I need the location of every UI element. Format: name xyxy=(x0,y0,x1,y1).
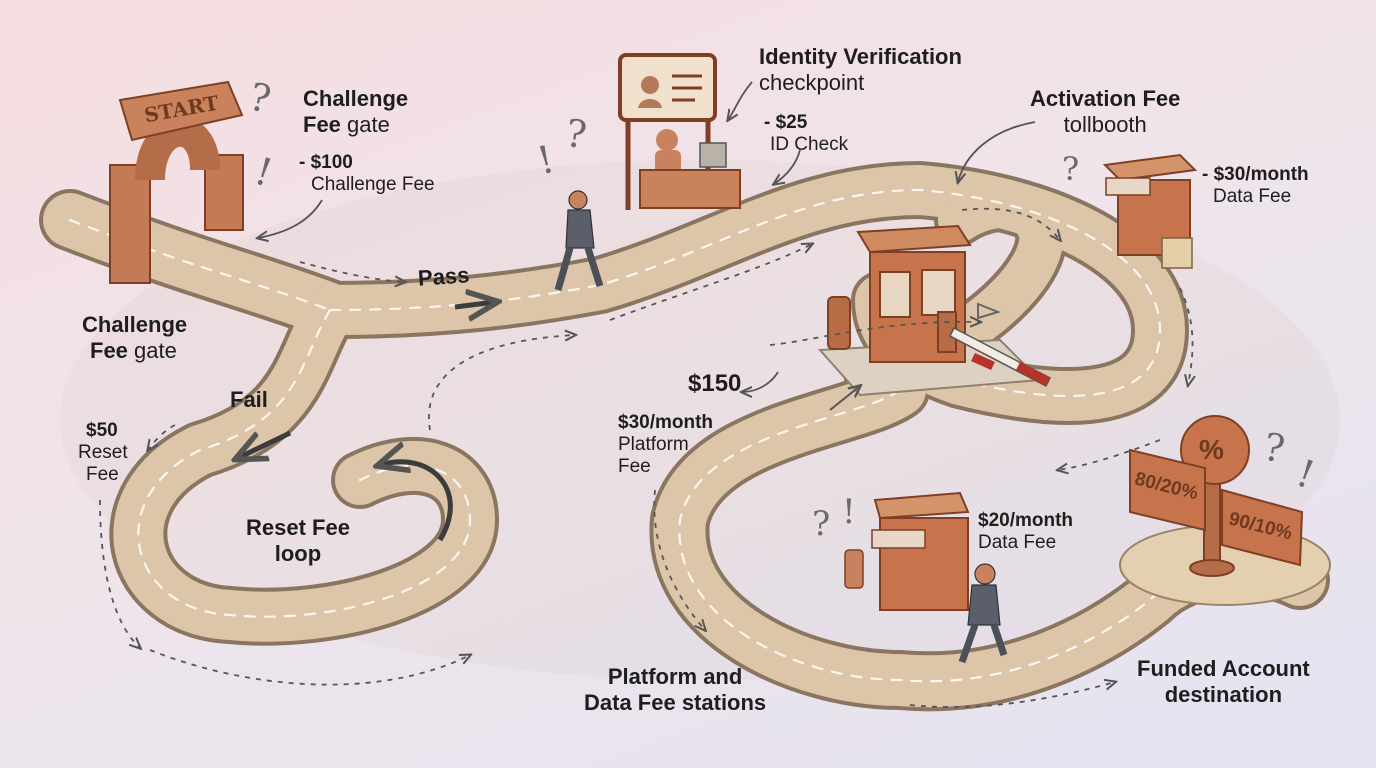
challenge-gate-top-fee: Fee xyxy=(303,112,341,137)
challenge-gate-left-line2: Fee gate xyxy=(82,338,187,364)
identity-line1: Identity Verification xyxy=(759,44,962,69)
data-fee-top-cost: - $30/month Data Fee xyxy=(1202,164,1309,208)
funded-line2: destination xyxy=(1164,682,1283,707)
data-fee-top-amount: - $30/month xyxy=(1202,164,1309,185)
identity-desk xyxy=(618,53,741,210)
challenge-gate-top-line1: Challenge xyxy=(303,86,409,111)
id-check-amount: - $25 xyxy=(764,112,808,133)
id-check-pointer xyxy=(774,149,801,184)
funded-line1: Funded Account xyxy=(1137,656,1310,681)
question-mark-icon: ? xyxy=(812,504,831,544)
reset-loop-line2: loop xyxy=(274,541,322,566)
right-to-funded-dashes xyxy=(1058,439,1161,470)
mid-road-dashes xyxy=(769,322,980,346)
question-mark-icon: ? xyxy=(1062,150,1080,188)
platform-pointer xyxy=(742,371,779,392)
walker-bottom xyxy=(958,563,1008,664)
platform-down-dashes xyxy=(653,489,705,630)
loop-up-dashes xyxy=(428,335,575,431)
platform-fee-line2: Platform xyxy=(618,434,689,455)
data-fee-bottom-name: Data Fee xyxy=(978,532,1057,553)
reset-loop-line1: Reset Fee xyxy=(246,515,350,540)
fail-label: Fail xyxy=(230,387,268,412)
tollbooth-arrow xyxy=(829,386,860,411)
reset-loop-label: Reset Fee loop xyxy=(246,515,350,567)
id-check-name: ID Check xyxy=(770,134,849,155)
percentage-signpost xyxy=(1129,415,1304,577)
walker-top xyxy=(554,190,604,291)
challenge-gate-left-fee: Fee xyxy=(90,338,128,363)
challenge-fee-name: Challenge Fee xyxy=(311,174,435,195)
reset-fee-dashes xyxy=(148,424,176,450)
platform-fee-amount: $30/month xyxy=(618,412,714,433)
challenge-pointer xyxy=(258,199,323,238)
activation-line2: tollbooth xyxy=(1063,112,1147,137)
tollbooth xyxy=(827,224,1052,388)
booth-top-dashes xyxy=(961,207,1060,240)
identity-line2: checkpoint xyxy=(759,70,865,95)
funded-arrival-dashes xyxy=(909,682,1115,708)
activation-pointer xyxy=(958,121,1036,182)
data-fee-bottom-cost: $20/month Data Fee xyxy=(978,510,1073,554)
reset-fee-line2: Reset xyxy=(78,442,128,463)
pass-arrow xyxy=(454,302,495,307)
exclamation-mark-icon: ! xyxy=(842,492,856,532)
data-fee-booth-top xyxy=(1102,153,1198,269)
reset-fee-line3: Fee xyxy=(86,464,119,485)
start-arch xyxy=(109,80,244,284)
fail-arrow xyxy=(238,430,292,458)
challenge-gate-top-line2: Fee gate xyxy=(303,112,408,138)
identity-verification-label: Identity Verification checkpoint xyxy=(759,44,962,96)
platform-stations-line2: Data Fee stations xyxy=(584,690,767,715)
reset-arrow xyxy=(380,462,453,542)
reset-fee-amount: $50 xyxy=(86,420,118,441)
challenge-gate-top-label: Challenge Fee gate xyxy=(303,86,408,138)
challenge-gate-top-gate: gate xyxy=(340,112,390,137)
platform-stations-label: Platform and Data Fee stations xyxy=(584,664,766,716)
pass-label: Pass xyxy=(417,262,471,291)
challenge-fee-cost: - $100 Challenge Fee xyxy=(299,152,435,196)
platform-fee-line3: Fee xyxy=(618,456,651,477)
sign-percent-text: % xyxy=(1199,434,1224,465)
challenge-gate-left-label: Challenge Fee gate xyxy=(82,312,187,364)
road-chevron xyxy=(977,302,1002,320)
data-fee-booth-bottom xyxy=(844,491,970,611)
id-check-cost: - $25 ID Check xyxy=(764,112,848,156)
right-loop-dashes xyxy=(1179,287,1193,385)
activation-fee-label: Activation Fee tollbooth xyxy=(1030,86,1180,138)
challenge-gate-left-line1: Challenge xyxy=(82,312,188,337)
funded-account-label: Funded Account destination xyxy=(1137,656,1310,708)
data-fee-top-name: Data Fee xyxy=(1213,186,1292,207)
activation-line1: Activation Fee xyxy=(1030,86,1181,111)
activation-fee-cost: $150 xyxy=(688,370,742,397)
identity-pointer xyxy=(728,81,753,120)
platform-stations-line1: Platform and xyxy=(607,664,743,689)
bottom-return-dashes xyxy=(149,649,470,686)
challenge-gate-left-gate: gate xyxy=(127,338,177,363)
platform-fee-cost: $30/month Platform Fee xyxy=(618,412,713,478)
challenge-fee-amount: - $100 xyxy=(299,152,353,173)
data-fee-bottom-amount: $20/month xyxy=(978,510,1074,531)
reset-fee-cost: $50 Reset Fee xyxy=(78,420,128,486)
